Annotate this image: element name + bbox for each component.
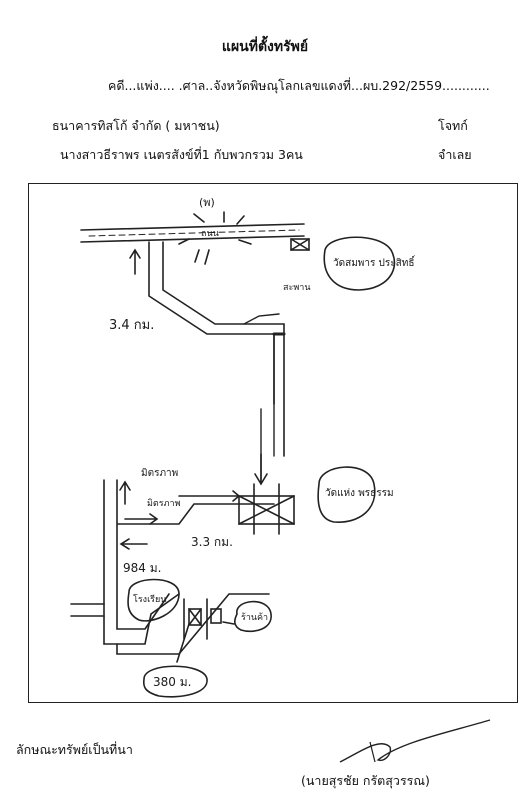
temple2-box	[238, 495, 295, 525]
arrow-left	[119, 538, 148, 550]
school-label: โรงเรียน	[133, 594, 166, 605]
top-road-dash	[88, 229, 300, 237]
distance-984m: 984 ม.	[123, 561, 161, 575]
road-top-label: ถนน	[201, 229, 219, 239]
temple-box	[290, 238, 310, 251]
junction-label: มิตรภาพ	[147, 498, 181, 509]
bridge-mark	[243, 313, 280, 325]
sun-label: (พ)	[199, 196, 215, 209]
case-number-line: คดี...แพ่ง.... .ศาล..จังหวัดพิษณุโลกเลขแ…	[108, 78, 490, 93]
defendant-name: นางสาวธีราพร เนตรสังข์ที่1 กับพวกรวม 3คน	[60, 147, 303, 162]
page-title: แผนที่ตั้งทรัพย์	[221, 39, 309, 55]
temple2-circle	[317, 466, 376, 523]
defendant-role: จำเลย	[438, 147, 472, 162]
signature-icon	[339, 719, 491, 763]
lower-road	[70, 603, 105, 617]
village-label: มิตรภาพ	[141, 468, 178, 479]
arrow-up	[129, 248, 141, 275]
left-road	[103, 479, 275, 645]
main-branch-road	[260, 333, 275, 485]
temple-circle	[323, 236, 396, 291]
branch-road	[148, 241, 285, 457]
distance-3-3km: 3.3 กม.	[191, 535, 233, 549]
map-drawing: (พ) ถนน วัดสมพาร ประสิทธิ์ สะพาน 3.4 กม.…	[70, 196, 416, 698]
dist-380-circle	[142, 665, 208, 698]
signer-name: (นายสุรชัย กรัตสุวรรณ)	[301, 773, 430, 788]
property-type-note: ลักษณะทรัพย์เป็นที่นา	[16, 742, 133, 757]
temple-label: วัดสมพาร ประสิทธิ์	[333, 255, 416, 269]
arrow-down	[254, 453, 268, 486]
plaintiff-role: โจทก์	[438, 118, 468, 133]
plaintiff-name: ธนาคารทิสโก้ จำกัด ( มหาชน)	[52, 118, 220, 133]
school-circle	[127, 578, 180, 622]
arrow-right	[124, 513, 159, 525]
distance-3-4km: 3.4 กม.	[109, 318, 154, 333]
bridge-label: สะพาน	[283, 283, 310, 293]
location-map: (พ) ถนน วัดสมพาร ประสิทธิ์ สะพาน 3.4 กม.…	[28, 183, 518, 703]
arrow-to-plot	[222, 621, 235, 625]
sun-icon	[178, 211, 252, 265]
top-road	[80, 223, 305, 243]
temple2-label: วัดแห่ง พรธรรม	[325, 488, 394, 499]
shop-label: ร้านค้า	[241, 612, 268, 623]
distance-380m: 380 ม.	[153, 675, 191, 689]
plot-box	[188, 608, 202, 626]
shop-circle	[234, 600, 272, 633]
arrow-left-up	[119, 480, 131, 505]
